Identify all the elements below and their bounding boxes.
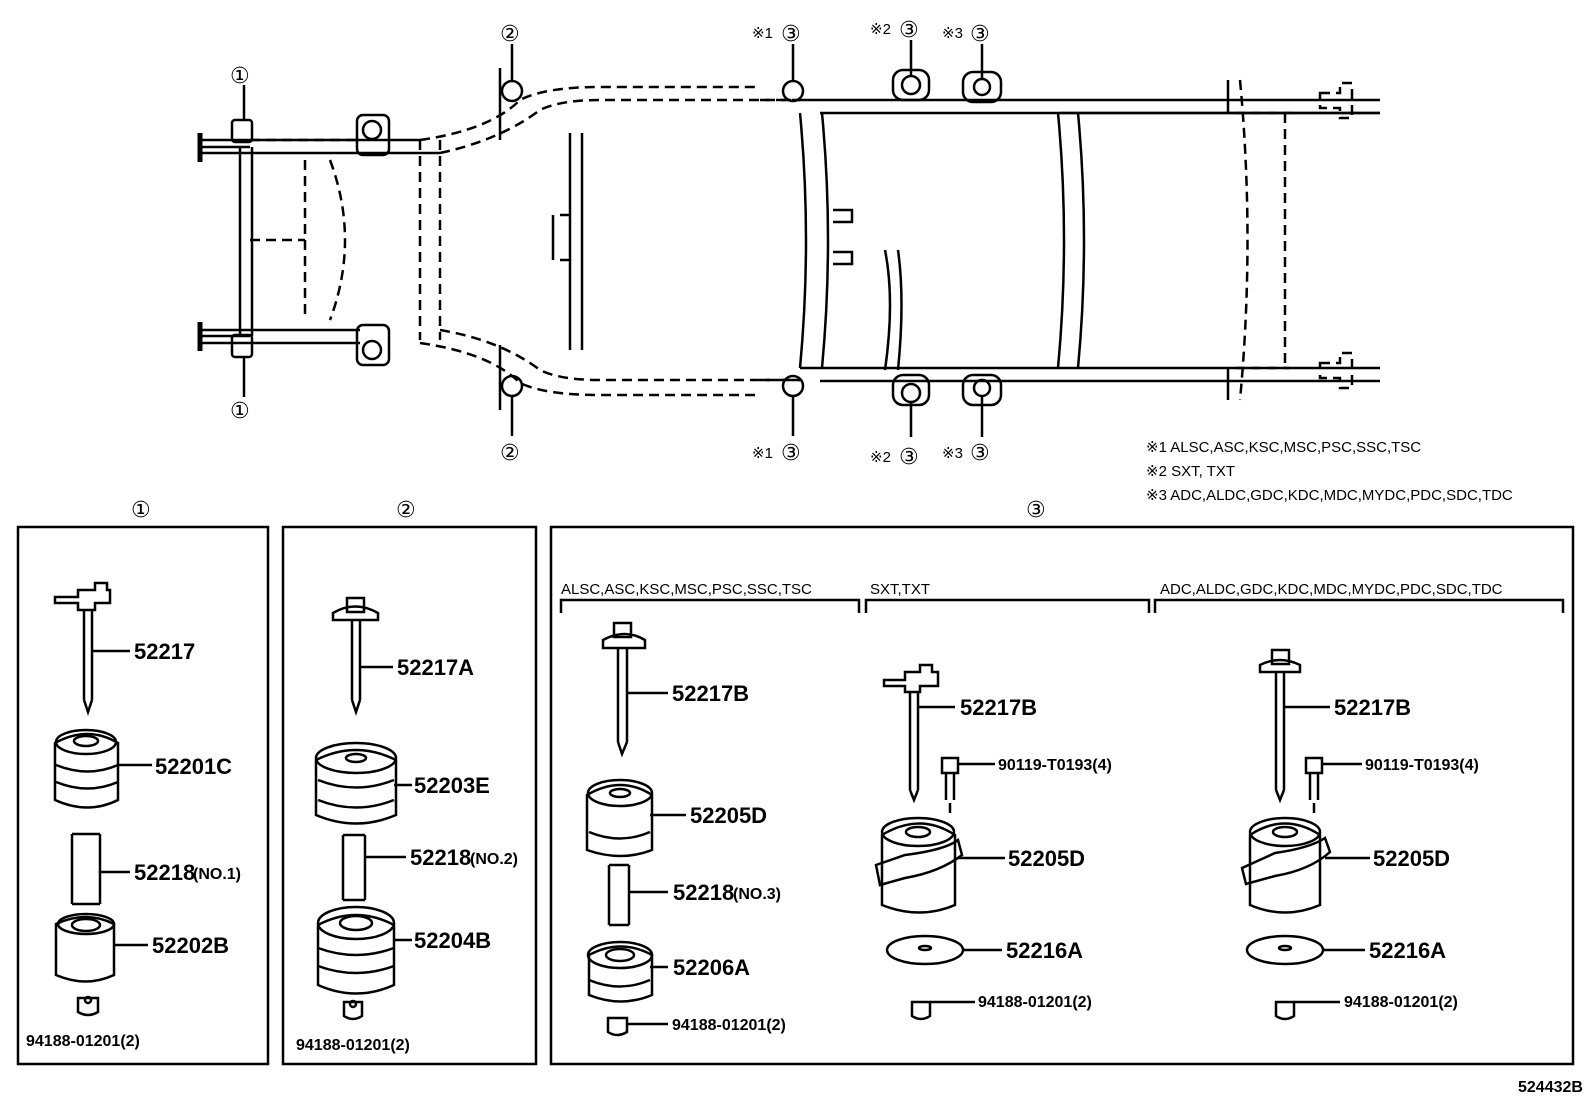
part-52218-no2-sub: (NO.2) bbox=[470, 851, 518, 868]
marker-1-top: ※1 bbox=[752, 25, 773, 42]
part-52204b: 52204B bbox=[414, 928, 491, 953]
part-52205d-c: 52205D bbox=[1373, 846, 1450, 871]
part-52216a-b: 52216A bbox=[1006, 938, 1083, 963]
group3-variant-c-parts bbox=[1240, 648, 1370, 1021]
group3-variant-a-parts bbox=[585, 621, 686, 1037]
callout-3a-bottom: ③ bbox=[781, 441, 801, 466]
part-52201c: 52201C bbox=[155, 754, 232, 779]
group3-box bbox=[549, 525, 1575, 1066]
part-52218-no1-sub: (NO.1) bbox=[193, 866, 241, 883]
group1-parts bbox=[53, 581, 152, 1017]
vehicle-frame bbox=[197, 40, 1380, 437]
part-52205d-a: 52205D bbox=[690, 803, 767, 828]
part-90119-b: 90119-T0193(4) bbox=[998, 757, 1112, 774]
part-94188-g2: 94188-01201(2) bbox=[296, 1037, 410, 1054]
group1-box bbox=[16, 525, 270, 1066]
callout-2-bottom: ② bbox=[500, 441, 520, 466]
part-52218-no1: 52218 bbox=[134, 860, 195, 885]
part-94188-g1: 94188-01201(2) bbox=[26, 1033, 140, 1050]
callout-3b-bottom: ③ bbox=[899, 445, 919, 470]
callout-2-top: ② bbox=[500, 22, 520, 47]
marker-2-top: ※2 bbox=[870, 21, 891, 38]
note-1: ※1 ALSC,ASC,KSC,MSC,PSC,SSC,TSC bbox=[1146, 439, 1421, 456]
group2-title: ② bbox=[396, 498, 416, 523]
callout-3b-top: ③ bbox=[899, 18, 919, 43]
callout-1-top: ① bbox=[230, 64, 250, 89]
part-52216a-c: 52216A bbox=[1369, 938, 1446, 963]
part-52217b-b: 52217B bbox=[960, 695, 1037, 720]
callout-3c-bottom: ③ bbox=[970, 441, 990, 466]
part-52217a: 52217A bbox=[397, 655, 474, 680]
part-52217b-c: 52217B bbox=[1334, 695, 1411, 720]
marker-2-bottom: ※2 bbox=[870, 449, 891, 466]
group2-parts bbox=[314, 596, 412, 1021]
part-94188-c: 94188-01201(2) bbox=[1344, 994, 1458, 1011]
part-52218-no3: 52218 bbox=[673, 880, 734, 905]
diagram-id: 524432B bbox=[1518, 1079, 1583, 1096]
callout-3a-top: ③ bbox=[781, 22, 801, 47]
group3-variant-b-parts bbox=[874, 663, 1005, 1021]
part-52203e: 52203E bbox=[414, 773, 490, 798]
group2-box bbox=[281, 525, 538, 1066]
part-94188-b: 94188-01201(2) bbox=[978, 994, 1092, 1011]
part-52218-no3-sub: (NO.3) bbox=[733, 886, 781, 903]
marker-3-bottom: ※3 bbox=[942, 445, 963, 462]
note-2: ※2 SXT, TXT bbox=[1146, 463, 1235, 480]
callout-1-bottom: ① bbox=[230, 399, 250, 424]
note-3: ※3 ADC,ALDC,GDC,KDC,MDC,MYDC,PDC,SDC,TDC bbox=[1146, 487, 1513, 504]
variant-c-label: ADC,ALDC,GDC,KDC,MDC,MYDC,PDC,SDC,TDC bbox=[1160, 581, 1503, 598]
part-94188-a: 94188-01201(2) bbox=[672, 1017, 786, 1034]
callout-3c-top: ③ bbox=[970, 22, 990, 47]
marker-3-top: ※3 bbox=[942, 25, 963, 42]
group1-title: ① bbox=[131, 498, 151, 523]
part-52217: 52217 bbox=[134, 639, 195, 664]
part-52217b-a: 52217B bbox=[672, 681, 749, 706]
variant-a-label: ALSC,ASC,KSC,MSC,PSC,SSC,TSC bbox=[561, 581, 812, 598]
part-52205d-b: 52205D bbox=[1008, 846, 1085, 871]
part-52202b: 52202B bbox=[152, 933, 229, 958]
part-52218-no2: 52218 bbox=[410, 845, 471, 870]
marker-1-bottom: ※1 bbox=[752, 445, 773, 462]
part-52206a-a: 52206A bbox=[673, 955, 750, 980]
group3-title: ③ bbox=[1026, 498, 1046, 523]
part-90119-c: 90119-T0193(4) bbox=[1365, 757, 1479, 774]
variant-b-label: SXT,TXT bbox=[870, 581, 930, 598]
